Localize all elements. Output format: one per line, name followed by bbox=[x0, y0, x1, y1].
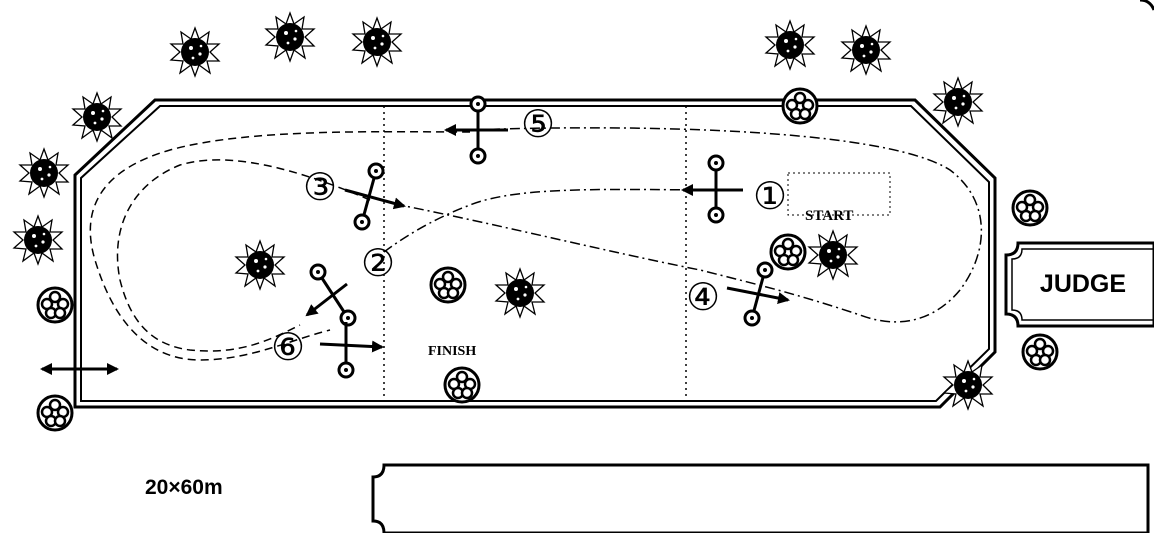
tree-icon bbox=[36, 394, 74, 432]
tree-icon bbox=[769, 233, 807, 271]
shrub-icon bbox=[13, 215, 63, 265]
dimensions-label: 20×60m bbox=[145, 476, 223, 499]
obstacle-number-3: ③ bbox=[303, 167, 337, 209]
tree-icon bbox=[1011, 189, 1049, 227]
shrub-icon bbox=[808, 230, 858, 280]
start-box bbox=[787, 172, 891, 216]
obstacle-number-4: ④ bbox=[686, 277, 720, 319]
shrub-icon bbox=[841, 25, 891, 75]
course-path-dashdot-2 bbox=[399, 127, 983, 323]
obstacle-number-6: ⑥ bbox=[271, 327, 305, 369]
gate-5 bbox=[444, 95, 508, 165]
shrub-icon bbox=[495, 268, 545, 318]
gate-3 bbox=[344, 162, 406, 231]
course-path-dashed bbox=[89, 130, 471, 361]
tree-icon bbox=[1021, 333, 1059, 371]
judge-box bbox=[1004, 241, 1154, 328]
arena-inner-border bbox=[80, 105, 990, 402]
tree-icon bbox=[443, 366, 481, 404]
gate-2 bbox=[305, 263, 357, 327]
obstacle-number-2: ② bbox=[361, 243, 395, 285]
obstacle-number-5: ⑤ bbox=[521, 104, 555, 146]
start-label: START bbox=[805, 208, 853, 224]
tree-icon bbox=[36, 286, 74, 324]
empty-panel bbox=[371, 463, 1150, 533]
obstacle-number-1: ① bbox=[753, 176, 787, 218]
gate-1 bbox=[681, 154, 743, 224]
corner-edge bbox=[1139, 0, 1154, 11]
arena-outer-border bbox=[73, 98, 997, 409]
gate-6 bbox=[319, 322, 384, 379]
shrub-icon bbox=[765, 20, 815, 70]
shrub-icon bbox=[170, 27, 220, 77]
gate-4 bbox=[726, 261, 790, 327]
course-path-dashdot bbox=[383, 188, 721, 253]
shrub-icon bbox=[352, 17, 402, 67]
tree-icon bbox=[429, 266, 467, 304]
tree-icon bbox=[781, 87, 819, 125]
judge-label: JUDGE bbox=[1040, 270, 1126, 298]
shrub-icon bbox=[19, 148, 69, 198]
shrub-icon bbox=[72, 92, 122, 142]
shrub-icon bbox=[265, 12, 315, 62]
shrub-icon bbox=[235, 240, 285, 290]
finish-label: FINISH bbox=[428, 344, 476, 359]
shrub-icon bbox=[933, 77, 983, 127]
